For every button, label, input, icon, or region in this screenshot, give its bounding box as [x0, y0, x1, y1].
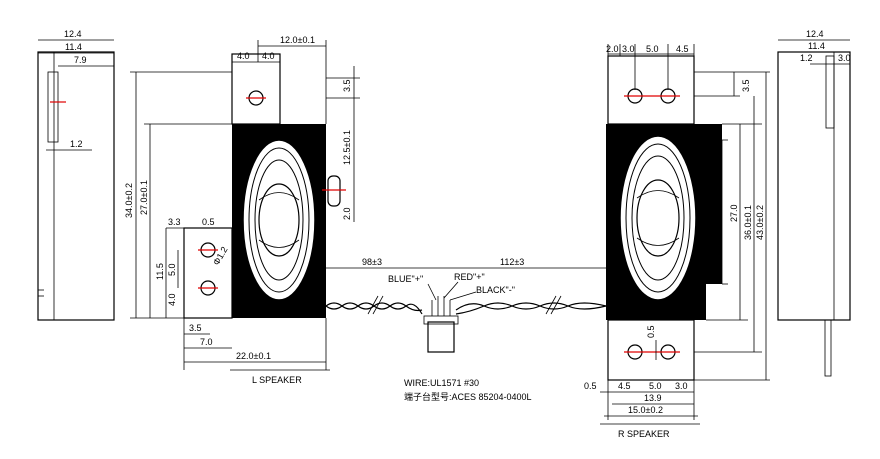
l-dim-34-0: 34.0±0.2 [124, 183, 134, 218]
r-dim-15-0: 15.0±0.2 [628, 405, 663, 415]
r-dim-5-0-b: 5.0 [649, 381, 662, 391]
left-side-dim-12-4: 12.4 [64, 29, 82, 39]
left-side-view: 12.4 11.4 7.9 1.2 [37, 29, 115, 321]
wire-length-right: 112±3 [500, 257, 524, 267]
r-dim-13-9: 13.9 [644, 393, 662, 403]
right-side-dim-1-2: 1.2 [800, 53, 813, 63]
wire-spec: WIRE:UL1571 #30 [404, 378, 479, 388]
l-dim-2-0: 2.0 [342, 207, 352, 220]
r-dim-3-5: 3.5 [741, 79, 751, 92]
right-side-dim-3-0: 3.0 [838, 53, 851, 63]
r-dim-3-0: 3.0 [622, 44, 635, 54]
r-dim-4-5-b: 4.5 [618, 381, 631, 391]
r-speaker-label: R SPEAKER [618, 429, 670, 439]
wire-black-label: BLACK"-" [476, 285, 515, 295]
l-dim-22-0: 22.0±0.1 [236, 351, 271, 361]
l-dim-0-5: 0.5 [202, 217, 215, 227]
right-side-view: 12.4 11.4 1.2 3.0 [777, 29, 851, 377]
connector-spec: 端子台型号:ACES 85204-0400L [404, 391, 532, 402]
r-dim-36-0: 36.0±0.1 [743, 205, 753, 240]
r-dim-2-0: 2.0 [606, 44, 619, 54]
left-speaker: 12.0±0.1 4.0 4.0 3.5 12.5±0.1 2.0 34.0±0… [124, 35, 360, 385]
left-side-dim-7-9: 7.9 [74, 55, 87, 65]
r-dim-3-0-b: 3.0 [675, 381, 688, 391]
l-dim-3-5-b: 3.5 [189, 323, 202, 333]
l-dim-3-3: 3.3 [168, 217, 181, 227]
l-speaker-label: L SPEAKER [252, 375, 302, 385]
wire-harness: 98±3 112±3 BLUE"+" RED"+" BLACK"-" WIRE:… [325, 257, 607, 402]
right-side-dim-11-4: 11.4 [808, 41, 825, 51]
right-speaker: 2.0 3.0 5.0 4.5 3.5 22.6 27.0 36.0±0.1 4… [584, 44, 770, 439]
r-dim-43-0: 43.0±0.2 [755, 205, 765, 240]
r-dim-27-0: 27.0 [729, 204, 739, 222]
wire-length-left: 98±3 [362, 257, 382, 267]
left-side-dim-1-2: 1.2 [70, 139, 83, 149]
l-dim-7-0: 7.0 [200, 337, 213, 347]
right-side-dim-12-4: 12.4 [806, 29, 824, 39]
left-side-dim-11-4: 11.4 [65, 42, 82, 52]
r-dim-0-5: 0.5 [584, 381, 597, 391]
l-dim-11-5: 11.5 [155, 263, 165, 280]
r-dim-0-5-v: 0.5 [646, 325, 656, 338]
l-dim-12-0: 12.0±0.1 [280, 35, 315, 45]
l-dim-4-0-b: 4.0 [262, 51, 275, 61]
l-dim-27-0: 27.0±0.1 [139, 180, 149, 215]
wire-blue-label: BLUE"+" [388, 274, 423, 284]
l-dim-4-0-a: 4.0 [237, 51, 250, 61]
l-dim-hole-dia: Φ1.2 [211, 245, 230, 267]
r-dim-22-6: 22.6 [710, 180, 720, 198]
r-dim-4-5: 4.5 [676, 44, 689, 54]
l-dim-4-0-c: 4.0 [167, 293, 177, 306]
wire-red-label: RED"+" [454, 272, 485, 282]
r-dim-5-0: 5.0 [646, 44, 659, 54]
l-dim-5-0: 5.0 [167, 263, 177, 276]
l-dim-3-5: 3.5 [342, 79, 352, 92]
l-dim-12-5: 12.5±0.1 [342, 130, 352, 165]
